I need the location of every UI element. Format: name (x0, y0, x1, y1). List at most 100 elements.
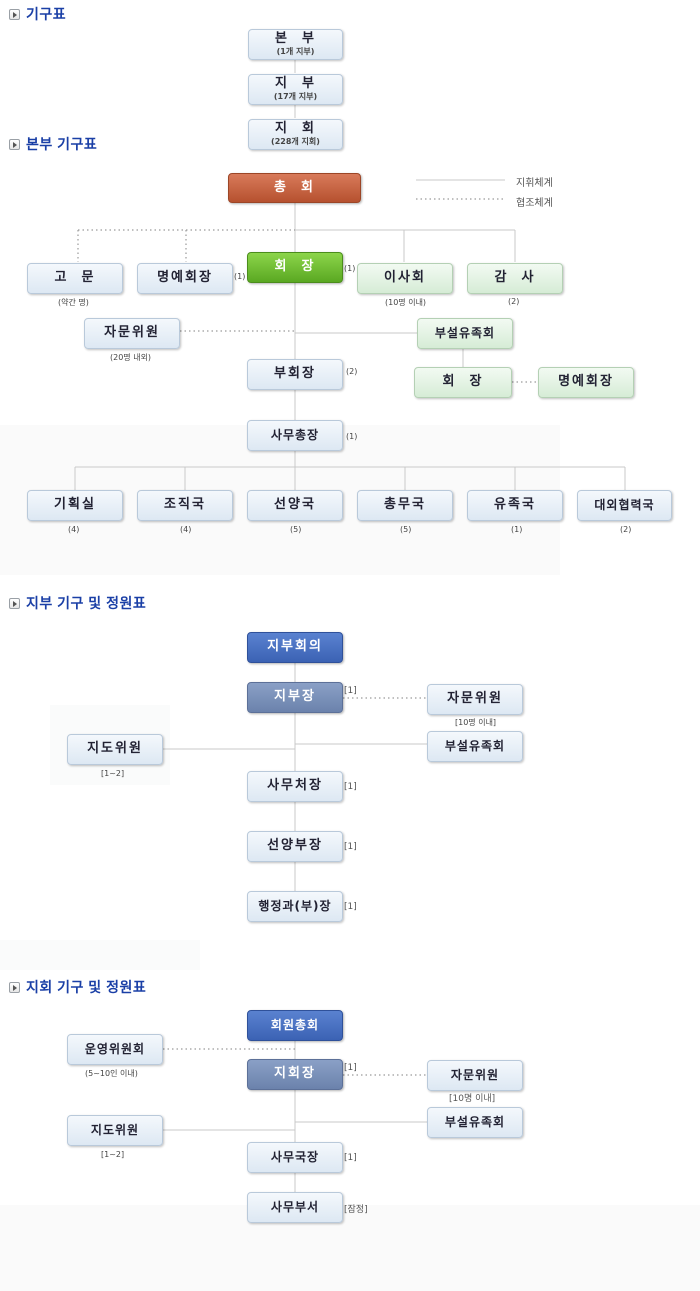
chart-background (0, 940, 200, 970)
bullet-arrow-icon (9, 8, 20, 20)
node-label: 회 장 (442, 374, 484, 390)
section-header-chapter-chart: 지회 기구 및 정원표 (9, 977, 146, 997)
chapter-dept-box: 사무부서 (247, 1192, 343, 1223)
node-label: 부회장 (274, 366, 316, 382)
node-label: 부설유족회 (444, 1114, 506, 1129)
chapter-steering-box: 운영위원회 (67, 1034, 163, 1065)
section-title: 기구표 (26, 6, 67, 22)
node-label: 감 사 (494, 270, 536, 286)
bullet-arrow-icon (9, 981, 20, 993)
section-header-hq-chart: 본부 기구표 (9, 134, 97, 154)
branch-guide-box: 지도위원 (67, 734, 163, 765)
node-label: 선양부장 (267, 838, 323, 854)
node-label: 본 부 (275, 30, 316, 46)
dept-note: (4) (68, 525, 80, 534)
chapter-head-box: 지회장 (247, 1059, 343, 1090)
node-label: 고 문 (54, 270, 96, 286)
branch-family-box: 부설유족회 (427, 731, 523, 762)
dept-note: (5) (400, 525, 412, 534)
dept-box-organization: 조직국 (137, 490, 233, 521)
chapter-consult-box: 자문위원 (427, 1060, 523, 1091)
board-note: (10명 이내) (385, 298, 427, 307)
node-label: 명예회장 (157, 270, 213, 286)
branch-admin-note: [1] (344, 902, 357, 912)
bullet-arrow-icon (9, 138, 20, 150)
chapter-dept-note: [잠정] (344, 1205, 368, 1215)
bonbu-box: 본 부 (1개 지부) (248, 29, 343, 60)
node-label: 총무국 (384, 497, 426, 513)
section-title: 지부 기구 및 정원표 (26, 595, 147, 611)
node-label: 사무국장 (270, 1149, 320, 1164)
node-label: 자문위원 (450, 1067, 500, 1082)
node-label: 운영위원회 (84, 1041, 146, 1056)
audit-note: (2) (508, 297, 520, 306)
node-label: 행정과(부)장 (258, 898, 332, 913)
node-sublabel: (228개 지회) (271, 137, 320, 147)
chapter-consult-note: [10명 이내] (449, 1094, 496, 1104)
legend-solid-label: 지휘체계 (516, 178, 553, 189)
dept-note: (1) (511, 525, 523, 534)
dept-box-bereaved: 유족국 (467, 490, 563, 521)
advisor-box: 고 문 (27, 263, 123, 294)
node-label: 지부장 (274, 689, 316, 705)
board-box: 이사회 (357, 263, 453, 294)
node-label: 지부회의 (267, 639, 323, 655)
node-label: 지 부 (275, 75, 316, 91)
branch-promo-box: 선양부장 (247, 831, 343, 862)
dept-note: (5) (290, 525, 302, 534)
node-label: 유족국 (494, 497, 536, 513)
chapter-family-box: 부설유족회 (427, 1107, 523, 1138)
node-label: 사무부서 (270, 1199, 320, 1214)
node-label: 이사회 (384, 270, 426, 286)
president-note: (1) (344, 264, 356, 273)
node-sublabel: (17개 지부) (273, 92, 318, 102)
audit-box: 감 사 (467, 263, 563, 294)
branch-office-note: [1] (344, 782, 357, 792)
section-title: 지회 기구 및 정원표 (26, 979, 147, 995)
chapter-office-note: [1] (344, 1153, 357, 1163)
advisor-note: (약간 명) (58, 298, 89, 307)
node-label: 대외협력국 (594, 497, 655, 512)
chapter-head-note: [1] (344, 1063, 357, 1073)
branch-promo-note: [1] (344, 842, 357, 852)
chapter-guide-box: 지도위원 (67, 1115, 163, 1146)
node-label: 명예회장 (558, 374, 614, 390)
family-head-box: 회 장 (414, 367, 512, 398)
node-label: 사무처장 (267, 778, 323, 794)
consult-committee-box: 자문위원 (84, 318, 180, 349)
legend-dotted-label: 협조체계 (516, 198, 553, 209)
secretary-general-box: 사무총장 (247, 420, 343, 451)
node-label: 지도위원 (87, 741, 143, 757)
node-label: 자문위원 (447, 691, 503, 707)
section-header-org-chart: 기구표 (9, 4, 66, 24)
section-header-branch-chart: 지부 기구 및 정원표 (9, 593, 146, 613)
dept-box-promotion: 선양국 (247, 490, 343, 521)
general-assembly-box: 총 회 (228, 173, 361, 203)
chapter-general-assembly-box: 회원총회 (247, 1010, 343, 1041)
node-label: 조직국 (164, 497, 206, 513)
bullet-arrow-icon (9, 597, 20, 609)
chapter-guide-note: [1~2] (101, 1150, 125, 1159)
node-label: 회 장 (274, 259, 316, 275)
node-label: 지회장 (274, 1066, 316, 1082)
president-box: 회 장 (247, 252, 343, 283)
branch-admin-box: 행정과(부)장 (247, 891, 343, 922)
branch-head-note: [1] (344, 686, 357, 696)
node-label: 회원총회 (270, 1017, 320, 1032)
dept-box-planning: 기획실 (27, 490, 123, 521)
vice-president-box: 부회장 (247, 359, 343, 390)
secgen-note: (1) (346, 432, 358, 441)
node-label: 부설유족회 (434, 325, 496, 340)
branch-guide-note: [1~2] (101, 769, 125, 778)
node-label: 자문위원 (104, 325, 160, 341)
branch-head-box: 지부장 (247, 682, 343, 713)
dept-note: (4) (180, 525, 192, 534)
node-label: 선양국 (274, 497, 316, 513)
chart-background (0, 1205, 700, 1291)
dept-note: (2) (620, 525, 632, 534)
dept-box-external: 대외협력국 (577, 490, 672, 521)
chapter-office-head-box: 사무국장 (247, 1142, 343, 1173)
node-sublabel: (1개 지부) (276, 47, 315, 57)
vice-note: (2) (346, 367, 358, 376)
dept-box-general-affairs: 총무국 (357, 490, 453, 521)
